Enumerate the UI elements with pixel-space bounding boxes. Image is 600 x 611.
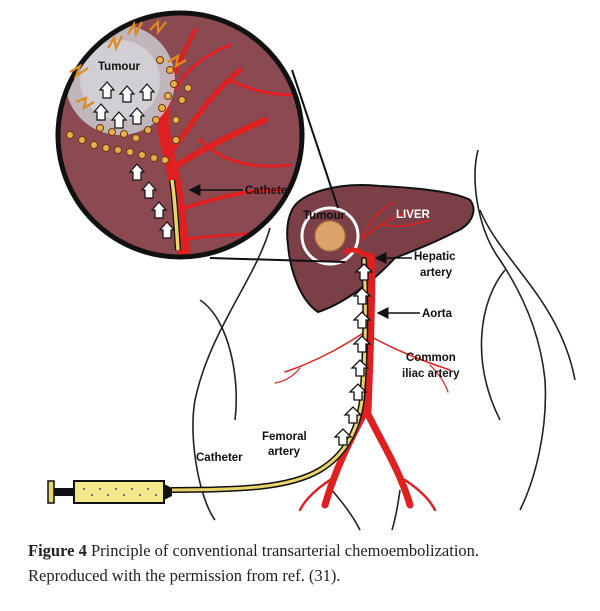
liver-tumour: [314, 220, 346, 252]
inset-tumour-label: Tumour: [98, 61, 140, 73]
liver-label: LIVER: [396, 209, 431, 221]
inset-catheter-label: Catheter: [245, 185, 292, 197]
inset-connectors: [209, 69, 346, 263]
caption-line2: Reproduced with the permission from ref.…: [28, 566, 341, 585]
hepatic-artery-label-line1: Hepatic: [414, 251, 456, 263]
caption-line1: Principle of conventional transarterial …: [86, 541, 480, 560]
inset-flow-arrows: [92, 81, 176, 239]
femoral-artery-label-line2: artery: [268, 446, 301, 458]
inset-magnified-view: [55, 10, 305, 260]
hepatic-artery-label-line2: artery: [420, 267, 453, 279]
liver-shape: [286, 184, 475, 314]
inset-tumour-label-group: Tumour: [98, 61, 140, 73]
groin-catheter-label: Catheter: [196, 452, 243, 464]
figure-caption: Figure 4 Principle of conventional trans…: [28, 538, 588, 588]
flow-arrows: [333, 263, 374, 446]
liver-tumour-ring: [300, 206, 360, 266]
embolic-particles: [66, 56, 192, 164]
common-iliac-label-line1: Common: [406, 352, 456, 364]
aorta-label: Aorta: [422, 308, 453, 320]
figure-number: Figure 4: [28, 541, 87, 560]
femoral-artery-label-line1: Femoral: [262, 431, 307, 443]
necrosis-marks: [69, 19, 187, 111]
common-iliac-label-line2: iliac artery: [402, 368, 460, 380]
syringe: [47, 480, 172, 504]
liver-tumour-label: Tumour: [303, 210, 345, 222]
